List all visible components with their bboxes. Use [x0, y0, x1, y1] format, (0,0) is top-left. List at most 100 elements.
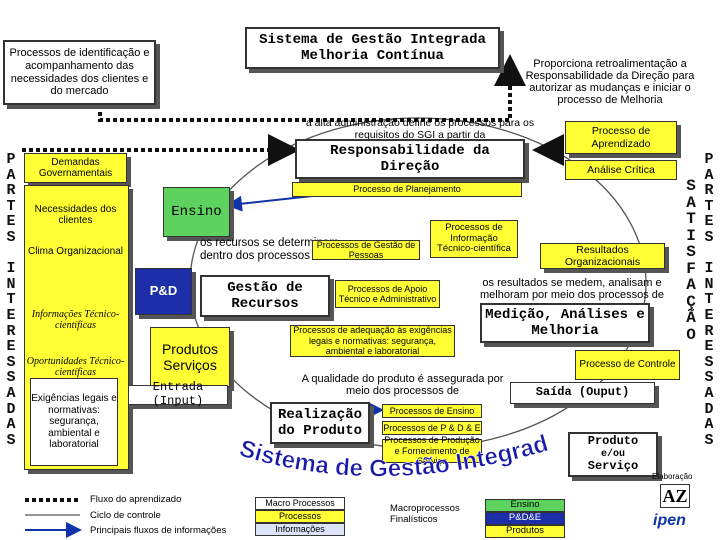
- product-realization-box: Realização do Produto: [270, 402, 370, 444]
- vertical-letter: R: [6, 182, 16, 200]
- vertical-letter: S: [704, 353, 714, 371]
- rde-processes-box: Processos de P & D & E: [382, 421, 482, 435]
- tech-info-processes-box: Processos de Informação Técnico-científi…: [430, 220, 518, 258]
- vertical-letter: S: [6, 369, 16, 387]
- vertical-letter: E: [6, 338, 16, 356]
- top-admin-text: a alta administração define os processos…: [305, 117, 535, 141]
- learning-flow-top: [98, 54, 526, 122]
- vertical-letter: S: [6, 228, 16, 246]
- legend-information: Informações: [255, 523, 345, 536]
- input-tech-info: Informações Técnico-científicas: [31, 308, 120, 332]
- legend-learning-flow: Fluxo do aprendizado: [90, 494, 182, 505]
- vertical-letter: T: [686, 210, 696, 228]
- rd-box: P&D: [135, 268, 192, 315]
- vertical-letter: P: [704, 151, 714, 168]
- vertical-letter: I: [704, 260, 714, 278]
- identification-processes-box: Processos de identificação e acompanhame…: [3, 40, 156, 105]
- legend-finalistic: Macroprocessos Finalísticos: [390, 503, 460, 525]
- vertical-letter: R: [6, 322, 16, 340]
- vertical-letter: Ã: [686, 309, 696, 327]
- vertical-letter: R: [704, 182, 714, 200]
- vertical-letter: E: [704, 213, 714, 231]
- vertical-letter: [3, 246, 19, 262]
- vertical-letter: T: [6, 291, 16, 309]
- product-line: Produto: [587, 433, 639, 448]
- vertical-letter: E: [6, 306, 16, 324]
- legend-control-cycle: Ciclo de controle: [90, 510, 161, 521]
- quality-text: A qualidade do produto é assegurada por …: [301, 373, 504, 398]
- vertical-letter: N: [6, 275, 16, 293]
- vertical-letter: S: [704, 228, 714, 246]
- output-label-box: Saída (Ouput): [510, 382, 655, 404]
- vertical-letter: D: [704, 400, 714, 418]
- resource-management-box: Gestão de Recursos: [200, 275, 330, 317]
- vertical-letter: A: [704, 384, 714, 402]
- input-client-needs: Necessidades dos clientes: [34, 203, 117, 227]
- legend-macro-processes: Macro Processos: [255, 497, 345, 510]
- vertical-letter: D: [6, 400, 16, 418]
- measurement-analysis-box: Medição, Análises e Melhoria: [480, 303, 650, 343]
- input-tech-opportunities: Oportunidades Técnico-científicas: [26, 355, 125, 379]
- vertical-letter: S: [6, 431, 16, 449]
- vertical-letter: Ç: [686, 292, 696, 311]
- planning-process-box: Processo de Planejamento: [292, 182, 522, 197]
- vertical-letter: A: [686, 193, 696, 212]
- teaching-box: Ensino: [163, 187, 230, 237]
- vertical-letter: T: [704, 291, 714, 309]
- vertical-letter: S: [686, 243, 696, 261]
- products-services-word: Produtos: [161, 340, 219, 357]
- vertical-letter: E: [704, 306, 714, 324]
- legal-compliance-processes-box: Processos de adequação às exigências leg…: [290, 325, 455, 357]
- vertical-letter: S: [704, 369, 714, 387]
- vertical-letter: A: [704, 166, 714, 184]
- vertical-letter: S: [704, 431, 714, 449]
- legend-info-flows: Principais fluxos de informações: [90, 525, 227, 536]
- org-results-box: Resultados Organizacionais: [540, 243, 665, 269]
- az-logo: AZ: [660, 484, 690, 508]
- people-management-box: Processos de Gestão de Pessoas: [312, 240, 420, 260]
- control-process-box: Processo de Controle: [575, 350, 680, 380]
- vertical-letter: A: [704, 416, 714, 434]
- input-legal-requirements: Exigências legais e normativas: seguranç…: [30, 378, 118, 466]
- vertical-letter: A: [6, 166, 16, 184]
- vertical-letter: P: [6, 151, 16, 168]
- input-box-governmental: Demandas Governamentais: [24, 153, 127, 183]
- elaboration-label: Elaboração: [652, 472, 693, 481]
- products-services-word: Serviços: [163, 357, 217, 373]
- production-processes-box: Processos de Produção e Fornecimento de …: [382, 435, 482, 466]
- ipen-logo: ipen: [653, 512, 686, 529]
- feedback-text: Proporciona retroalimentação a Responsab…: [525, 58, 695, 107]
- svg-text:Sistema de Gestão Integrada: Sistema de Gestão Integrada: [230, 425, 551, 482]
- teaching-processes-box: Processos de Ensino: [382, 404, 482, 418]
- input-climate: Clima Organizacional: [27, 246, 124, 258]
- vertical-letter: A: [6, 416, 16, 434]
- management-responsibility-box: Responsabilidade da Direção: [295, 139, 525, 179]
- vertical-letter: A: [686, 276, 696, 294]
- input-label-box: Entrada (Input): [128, 380, 228, 408]
- legend-teaching: Ensino: [485, 499, 565, 512]
- resources-text: os recursos se determinam dentro dos pro…: [200, 237, 339, 263]
- service-line: Serviço: [587, 459, 639, 474]
- vertical-letter: R: [704, 322, 714, 340]
- andor-line: e/ou: [600, 448, 625, 460]
- header-title-line2: Melhoria Contínua: [301, 48, 444, 64]
- learning-process-box: Processo de Aprendizado: [565, 121, 677, 154]
- vertical-letter: T: [704, 197, 714, 215]
- vertical-letter: O: [686, 325, 696, 344]
- vertical-letter: S: [686, 177, 696, 195]
- header-title-line1: Sistema de Gestão Integrada: [259, 31, 486, 48]
- vertical-letter: N: [704, 275, 714, 293]
- banner-text: Sistema de Gestão Integrada: [230, 425, 551, 483]
- vertical-letter: [701, 246, 717, 262]
- legend-products: Produtos: [485, 525, 565, 538]
- measurement-text: os resultados se medem, analisam e melho…: [479, 277, 665, 302]
- vertical-letter: E: [704, 338, 714, 356]
- sgi-banner: Sistema de Gestão Integrada: [230, 425, 551, 483]
- legend-processes: Processos: [255, 510, 345, 523]
- critical-analysis-box: Análise Crítica: [565, 160, 677, 180]
